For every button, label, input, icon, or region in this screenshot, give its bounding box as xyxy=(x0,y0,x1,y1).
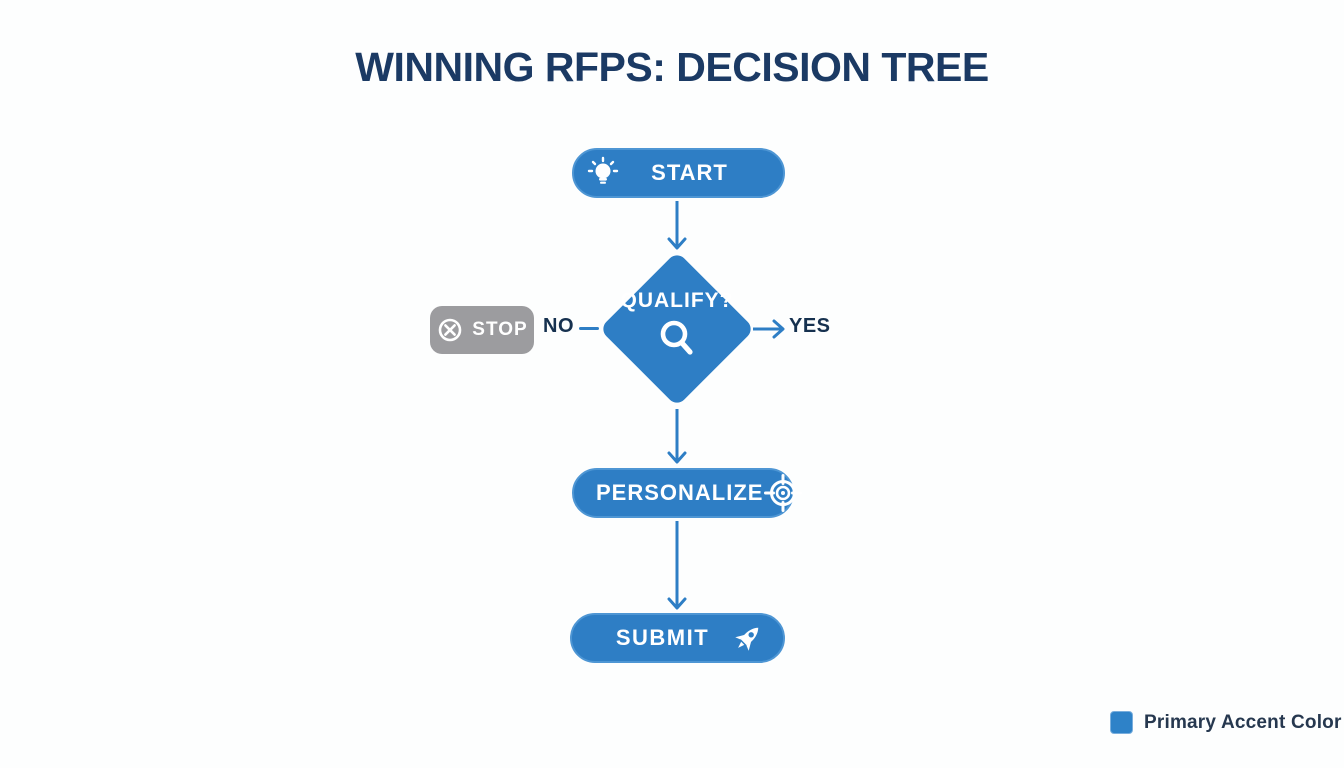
stop-label: STOP xyxy=(472,319,528,340)
flow-node-personalize: PERSONALIZE xyxy=(572,468,803,518)
flow-node-submit: SUBMIT xyxy=(570,613,785,663)
flow-node-start: START xyxy=(572,148,785,198)
start-label: START xyxy=(651,160,728,185)
flow-node-stop: STOP xyxy=(430,306,534,354)
personalize-label: PERSONALIZE xyxy=(596,480,764,505)
legend-label: Primary Accent Color xyxy=(1144,711,1342,733)
cancel-circle-icon xyxy=(436,316,464,344)
branch-label-no: NO xyxy=(543,315,574,337)
legend: Primary Accent Color xyxy=(1110,711,1342,734)
connector-start-to-decision xyxy=(666,201,688,251)
lightbulb-icon xyxy=(586,156,620,190)
connector-decision-to-yes xyxy=(753,318,787,340)
flow-node-decision xyxy=(599,251,755,407)
legend-swatch xyxy=(1110,711,1133,734)
target-icon xyxy=(763,473,803,513)
connector-decision-to-personalize xyxy=(666,409,688,465)
connector-personalize-to-submit xyxy=(666,521,688,611)
connector-decision-to-no xyxy=(579,327,599,330)
submit-label: SUBMIT xyxy=(615,625,710,650)
branch-label-yes: YES xyxy=(789,315,831,337)
rocket-icon xyxy=(729,619,767,657)
page-title: WINNING RFPS: DECISION TREE xyxy=(355,44,989,90)
